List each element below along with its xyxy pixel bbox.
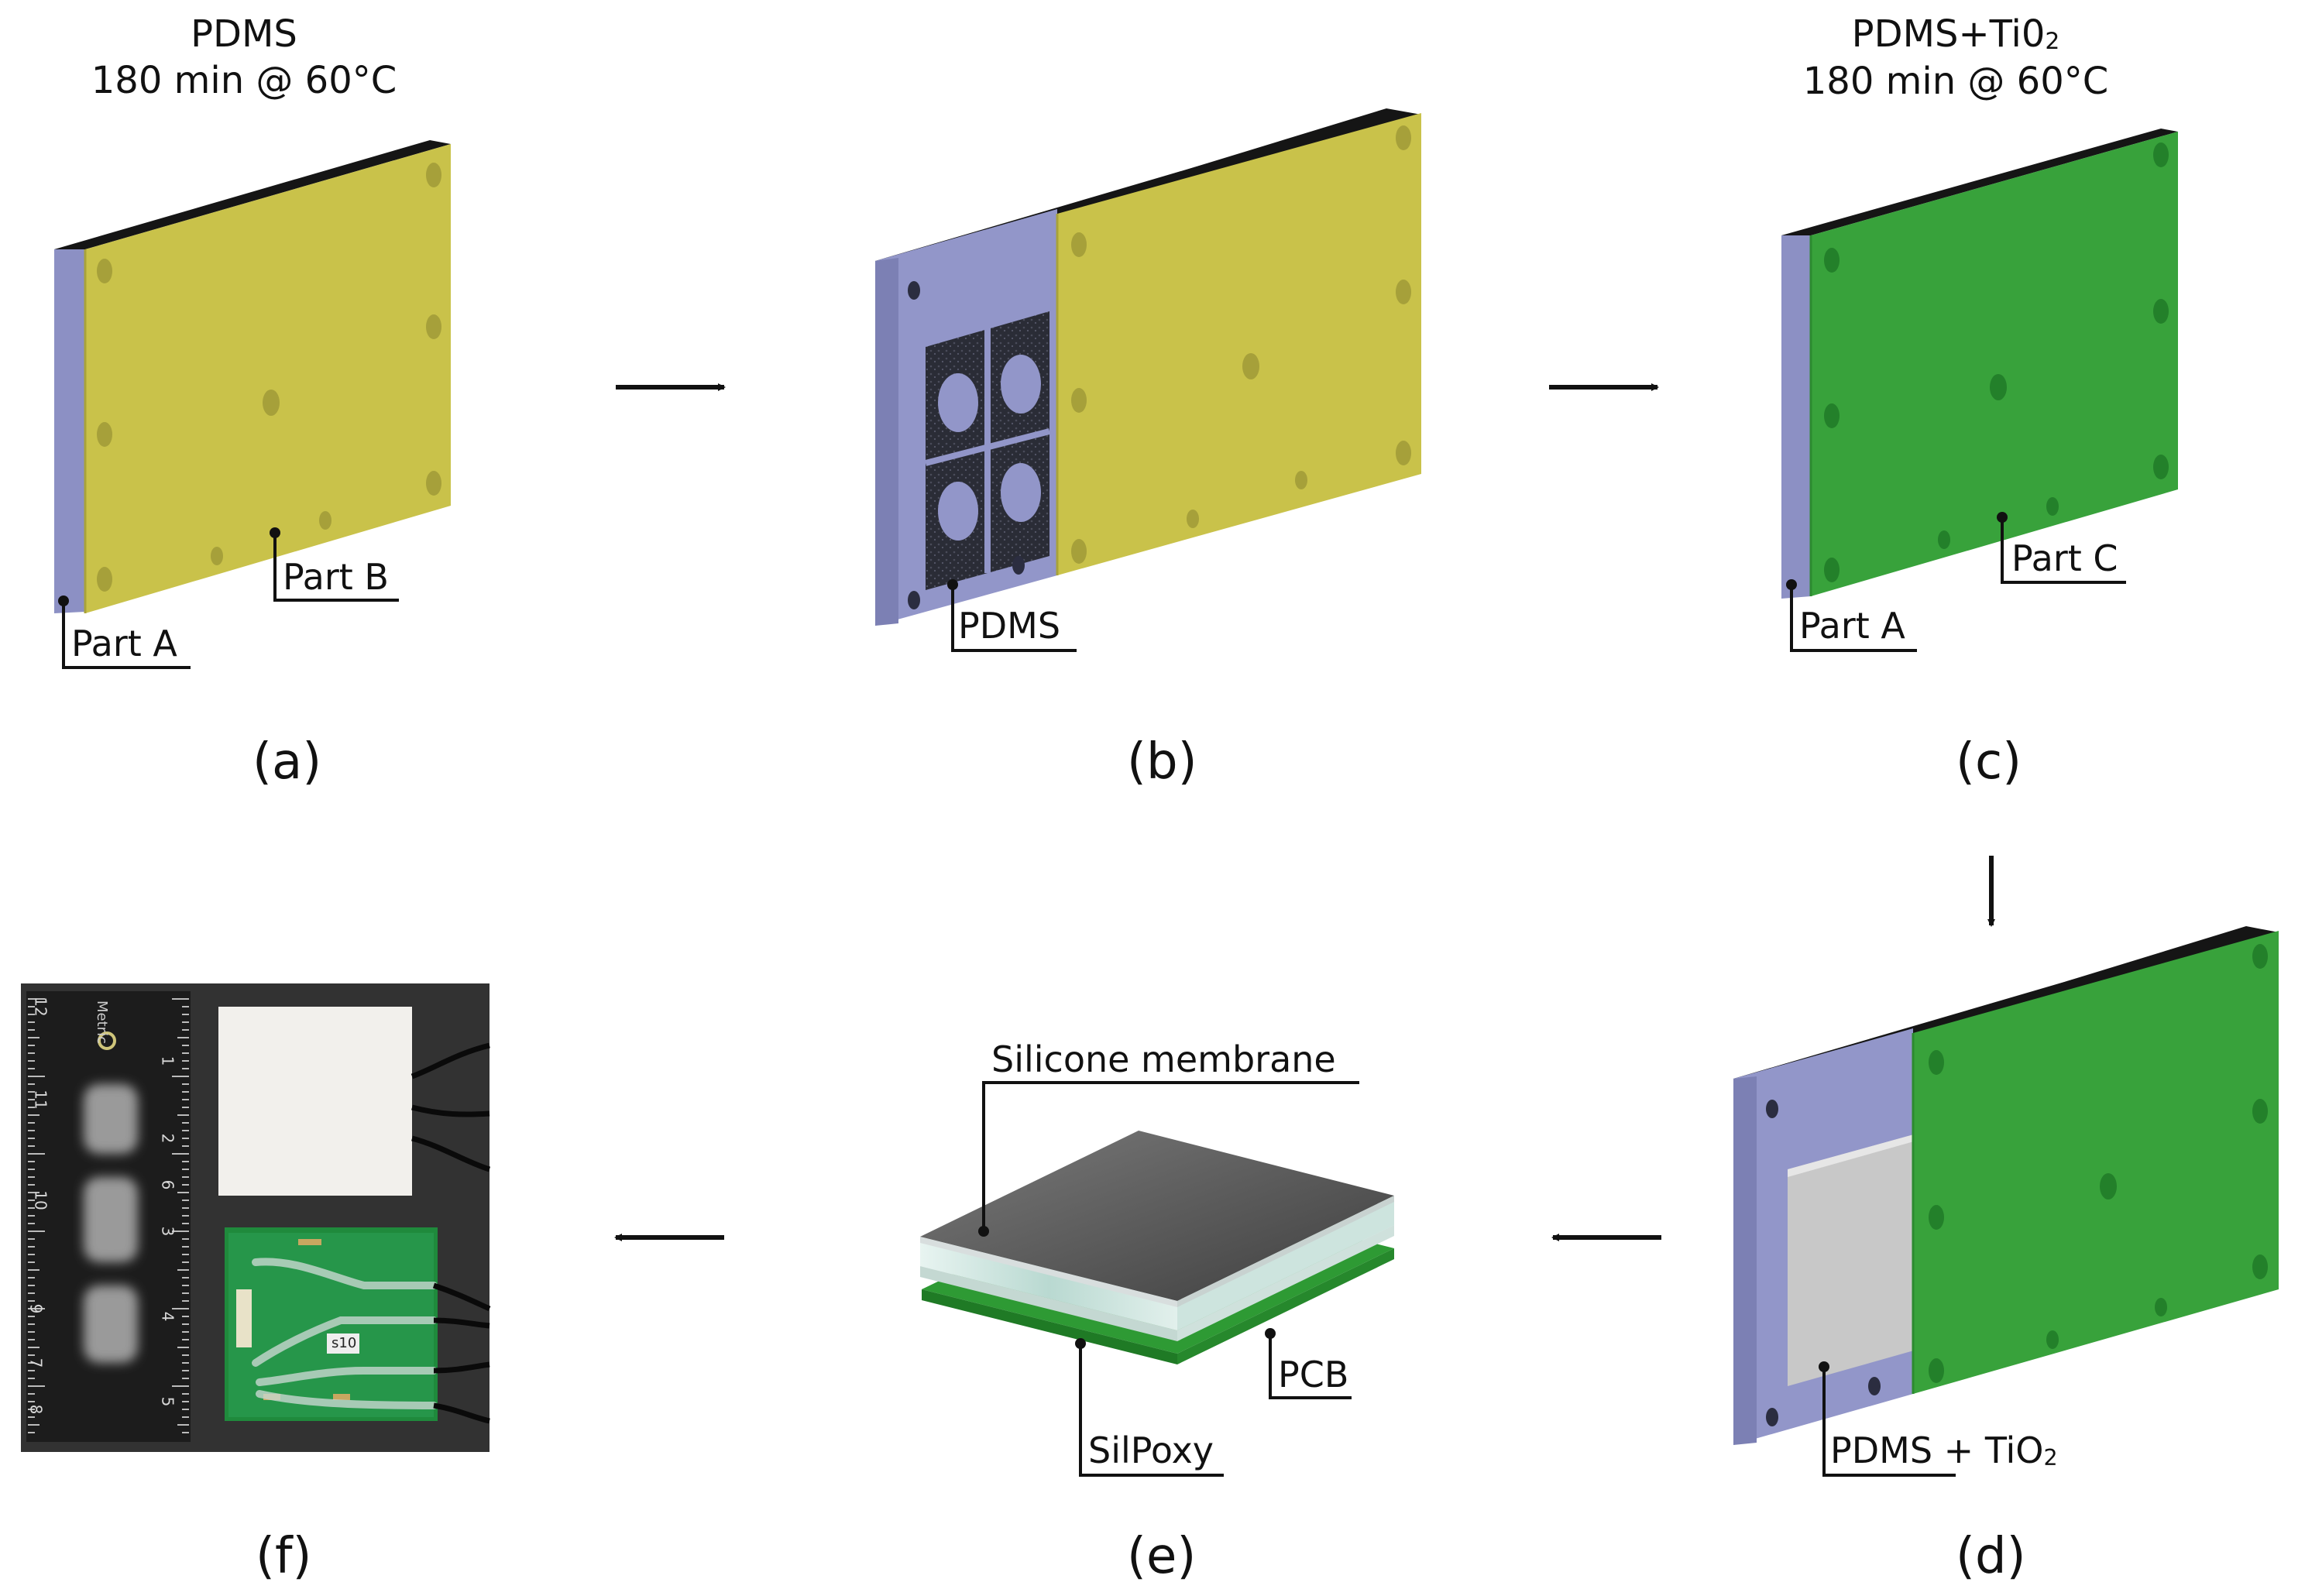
part-c-top-edge [1781,129,2178,235]
panel-d-label-main: PDMS + TiO [1830,1430,2044,1471]
part-b-front-face [85,144,451,613]
panel-b-pdms-label: PDMS [958,605,1061,647]
panel-c-assembly [1781,129,2178,652]
panel-d-label-sub: 2 [2043,1444,2058,1471]
panel-a-title-line2: 180 min @ 60°C [91,59,397,102]
silicone-membrane [920,1131,1394,1301]
ruler-number: 2 [158,1133,177,1144]
panel-c-title-line1: PDMS+Ti02 [1781,15,2130,53]
ruler-number: 5 [158,1396,177,1407]
pdms-tio2-sheet [1788,1133,1919,1386]
part-b-plate [1057,113,1421,575]
part-a-side-face [1781,232,1811,599]
panel-e-pcb-label: PCB [1278,1354,1349,1395]
white-sample [218,1007,412,1196]
part-b-screw-holes [97,163,441,592]
ruler-number: 1 [158,1055,177,1066]
wires [411,1042,491,1424]
panel-c-part-a-label: Part A [1799,605,1905,647]
panel-e-stack [920,1081,1394,1477]
sensor-pcb [225,1227,438,1421]
panel-e-caption: (e) [1127,1528,1197,1585]
panel-c-caption: (c) [1956,733,2022,791]
panel-a-caption: (a) [252,733,322,791]
ruler-hole [98,1031,116,1050]
ruler-number: 12 [31,997,50,1017]
ruler-number: 3 [158,1226,177,1237]
ruler-numbers: 12 1 11 2 10 3 9 4 8 5 7 6 [26,997,177,1433]
panel-a-part-b-label: Part B [283,556,389,598]
ruler-number: 11 [31,1090,50,1110]
sample-id-label: s10 [331,1335,357,1351]
part-a-side-face [54,246,85,613]
panel-c-title-sub: 2 [2045,27,2060,55]
ruler-number: 6 [158,1179,177,1190]
panel-c-title-main: PDMS+Ti0 [1851,12,2046,56]
panel-d-assembly [1733,926,2279,1477]
panel-a-assembly [54,140,451,669]
part-c-front-face [1811,132,2178,596]
panel-e-membrane-label: Silicone membrane [991,1038,1336,1080]
panel-f-photo [21,983,491,1452]
panel-c-title: PDMS+Ti02 180 min @ 60°C [1781,15,2130,100]
ruler-number: 9 [26,1303,46,1314]
part-c-plate [1913,931,2279,1394]
panel-d-caption: (d) [1956,1528,2026,1585]
ruler-number: 10 [31,1190,50,1210]
ruler-brand-text: Metric [94,1001,110,1044]
flow-arrows [614,383,1995,1241]
panel-b-caption: (b) [1127,733,1197,791]
blurred-logo [84,1084,138,1363]
panel-a-title-line1: PDMS [191,12,297,56]
panel-b-assembly [875,108,1421,652]
pdms-mold-cavity [925,311,1050,590]
panel-f-caption: (f) [256,1528,312,1585]
panel-c-title-line2: 180 min @ 60°C [1802,59,2109,103]
panel-c-part-c-label: Part C [2011,537,2118,579]
panel-a-title: PDMS 180 min @ 60°C [70,15,418,99]
ruler-number: 7 [26,1357,46,1368]
panel-a-part-a-label: Part A [71,623,177,664]
part-b-top-edge [54,140,451,249]
panel-e-silpoxy-label: SilPoxy [1088,1430,1214,1471]
panel-d-pdms-tio2-label: PDMS + TiO2 [1830,1433,2058,1469]
part-c-screw-holes [1824,142,2169,582]
panel-a-leader-lines [62,533,399,669]
ruler-number: 8 [26,1404,46,1415]
ruler-number: 4 [158,1311,177,1322]
